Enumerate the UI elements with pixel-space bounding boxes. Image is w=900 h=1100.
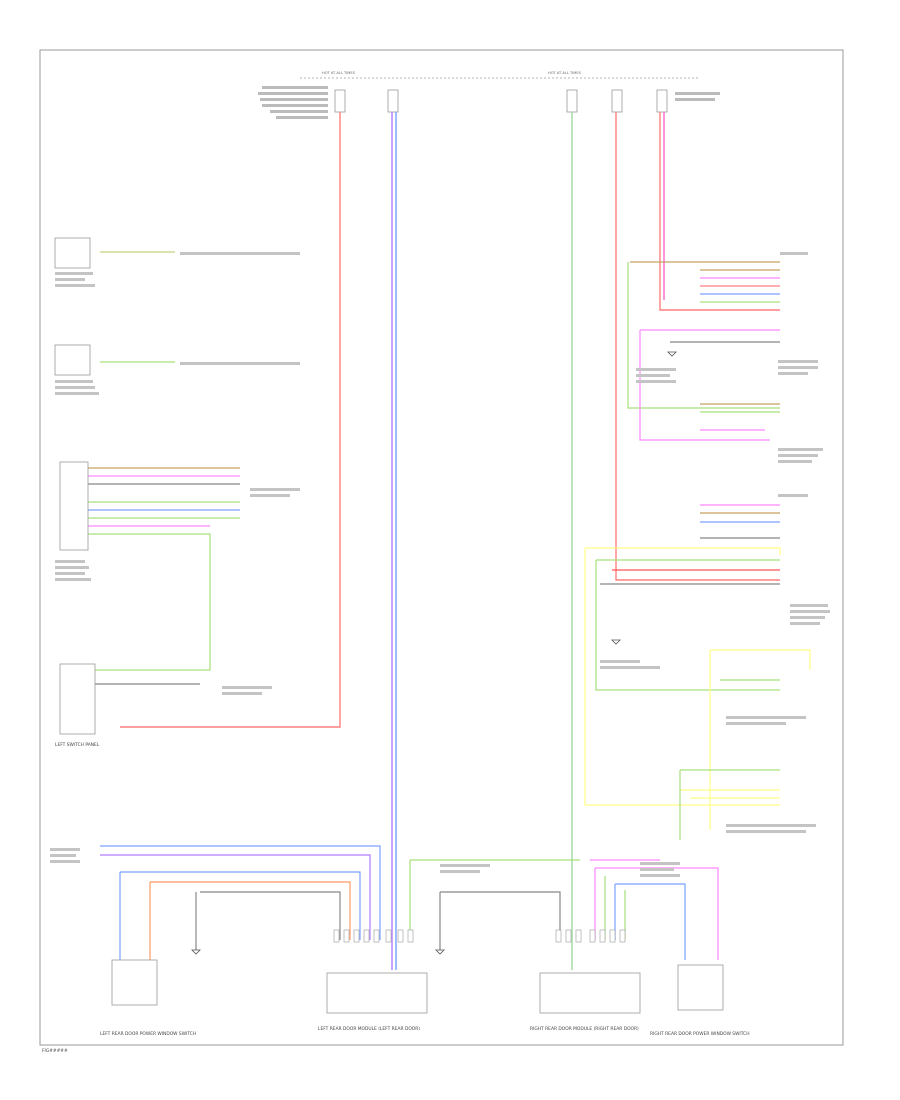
right-rear-switch-box	[677, 964, 724, 1011]
diagram-frame	[39, 49, 844, 1046]
fuse-label-block-right	[675, 92, 720, 101]
bottom-components: LEFT REAR DOOR POWER WINDOW SWITCH LEFT …	[100, 959, 750, 1037]
left-rear-door-switch-label: LEFT REAR DOOR POWER WINDOW SWITCH	[100, 1031, 196, 1037]
footer-code: FIG#####	[42, 1048, 68, 1054]
connector-pins	[333, 929, 626, 943]
vertical-feed-wires	[120, 112, 780, 970]
left-caption-blocks	[55, 252, 300, 695]
left-side-wiring	[88, 251, 240, 685]
left-upper-switch-box	[54, 237, 91, 269]
bottom-right-wiring	[439, 859, 719, 960]
right-upper-wiring	[627, 261, 780, 441]
right-fuse-box-label: HOT AT ALL TIMES	[548, 71, 582, 75]
left-rear-switch-box	[111, 959, 158, 1006]
left-switch-panel-label: LEFT SWITCH PANEL	[55, 742, 100, 748]
right-middle-wiring	[584, 504, 811, 840]
right-rear-door-module-box	[539, 972, 641, 1014]
right-caption-blocks	[50, 252, 830, 877]
right-rear-door-module-label: RIGHT REAR DOOR MODULE (RIGHT REAR DOOR)	[530, 1026, 639, 1032]
bottom-left-wiring	[100, 845, 580, 960]
fuse-group-left	[334, 89, 399, 113]
left-mid-switch-box	[54, 344, 91, 376]
fuse-label-block-left	[258, 86, 328, 119]
left-components: LEFT SWITCH PANEL	[54, 237, 100, 748]
ground-symbols	[191, 351, 677, 955]
left-relay-box	[59, 461, 89, 551]
left-rear-door-module-label: LEFT REAR DOOR MODULE (LEFT REAR DOOR)	[318, 1026, 420, 1032]
left-rear-door-module-box	[326, 972, 428, 1014]
left-fuse-box-label: HOT AT ALL TIMES	[322, 71, 356, 75]
left-switch-panel-box	[59, 663, 96, 735]
right-rear-door-switch-label: RIGHT REAR DOOR POWER WINDOW SWITCH	[650, 1031, 750, 1037]
fuse-group-right	[566, 89, 668, 113]
